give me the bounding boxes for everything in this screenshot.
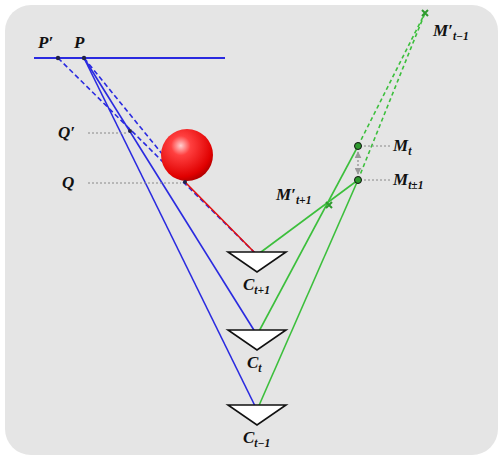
panel xyxy=(5,5,498,455)
point-label: Q′ xyxy=(58,124,75,141)
point-label: Mt xyxy=(393,137,411,158)
camera-label: Ct−1 xyxy=(243,429,270,450)
green-rays xyxy=(257,13,425,410)
rays xyxy=(58,58,257,410)
sphere xyxy=(161,129,213,181)
point-label: M′t+1 xyxy=(276,186,311,207)
point-label: Mt±1 xyxy=(393,171,423,192)
plane-line xyxy=(34,57,225,59)
camera-label: Ct xyxy=(247,354,262,375)
points xyxy=(56,10,428,208)
camera-label: Ct+1 xyxy=(243,276,270,297)
point-label: M′t−1 xyxy=(433,22,469,43)
shift-arrow xyxy=(357,152,358,174)
point-label: P xyxy=(74,34,84,51)
point-label: Q xyxy=(62,174,74,191)
leaders xyxy=(88,133,390,183)
cameras xyxy=(228,252,286,425)
occluded-ray xyxy=(185,182,257,255)
point-label: P′ xyxy=(38,34,53,51)
